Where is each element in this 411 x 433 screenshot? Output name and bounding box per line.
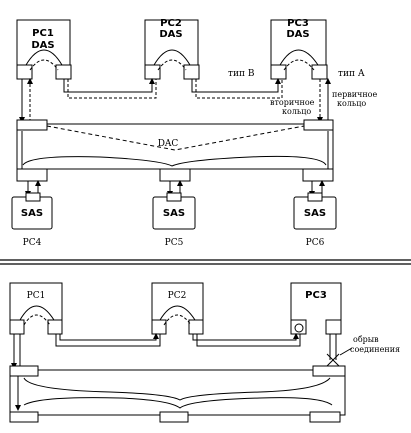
section-divider [0,259,411,265]
bottom-pc1-name: PC1 [27,291,46,301]
pc6-name: PC6 [306,238,325,248]
top-diagram [11,19,337,230]
pc1-type: DAS [31,40,54,51]
bottom-concentrator [9,365,346,423]
station-pc4-sas [11,180,53,230]
bottom-links [11,333,337,369]
pc5-name: PC5 [165,238,184,248]
bottom-diagram [9,282,353,423]
pc4-name: PC4 [23,238,42,248]
labels: PC1 DAS PC2 DAS PC3 DAS тип В тип А перв… [21,18,400,354]
break-label-line2: соединения [350,345,400,354]
dac-label: DAC [158,139,179,149]
bottom-pc2-name: PC2 [168,291,187,301]
sas2-type: SAS [163,208,185,219]
primary-ring-line1: первичное [332,90,377,99]
dac-port-3 [302,168,334,182]
break-marker [326,347,353,367]
secondary-ring-line2: кольцо [282,107,311,116]
break-label-line1: обрыв [353,335,379,344]
dac-port-1 [16,168,48,182]
type-a-label: тип А [338,69,365,79]
pc2-type: DAS [159,29,182,40]
sas3-type: SAS [304,208,326,219]
station-pc2-bottom [151,282,204,335]
station-pc6-sas [293,180,337,230]
type-b-label: тип В [228,69,255,79]
station-pc3-das [270,19,328,80]
pc2-name: PC2 [160,18,182,29]
station-pc1-bottom [9,282,63,335]
pc1-name: PC1 [32,28,54,39]
bottom-pc3-name: PC3 [305,290,327,301]
primary-ring-line2: кольцо [337,99,366,108]
station-pc5-sas [152,180,196,230]
station-pc1-das [16,19,72,80]
secondary-ring-line1: вторичное [270,98,315,107]
pc3-name: PC3 [287,18,309,29]
pc3-type: DAS [286,29,309,40]
sas1-type: SAS [21,208,43,219]
dac-port-2 [159,168,191,182]
top-links [19,78,331,123]
station-pc3-bottom [290,282,342,335]
